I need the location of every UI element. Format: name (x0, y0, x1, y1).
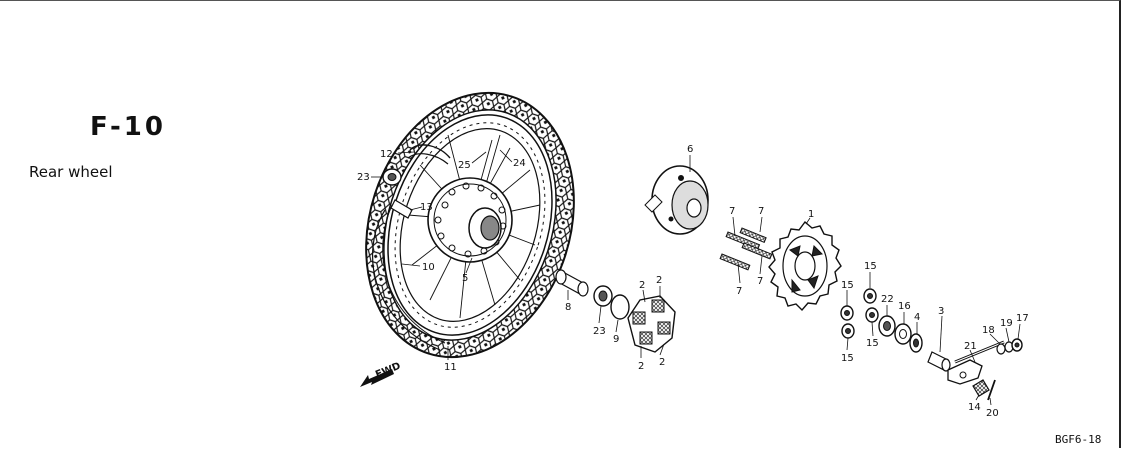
callout-labels: 12 23 13 25 24 10 5 11 6 8 23 9 2 2 2 2 … (357, 144, 1029, 419)
callout-7-c: 7 (736, 286, 742, 297)
callout-15-d: 15 (866, 338, 879, 349)
callout-2-d: 2 (659, 357, 665, 368)
callout-23-left: 23 (357, 172, 370, 183)
callout-15-b: 15 (841, 280, 854, 291)
forward-label: FWD (374, 361, 402, 381)
callout-14: 14 (968, 402, 981, 413)
callout-25: 25 (458, 160, 471, 171)
callout-16: 16 (898, 301, 911, 312)
callout-2-a: 2 (639, 280, 645, 291)
callout-22: 22 (881, 294, 894, 305)
final-driven-sprocket (768, 220, 842, 312)
collar (555, 269, 589, 297)
wheel-damper-rubbers (627, 295, 676, 353)
rim-band (407, 144, 451, 165)
callout-19: 19 (1000, 318, 1013, 329)
callout-8: 8 (565, 302, 571, 313)
callout-21: 21 (964, 341, 977, 352)
sprocket-studs (719, 227, 773, 271)
callout-2-c: 2 (638, 361, 644, 372)
axle-sleeve (927, 351, 951, 372)
callout-7-b: 7 (758, 206, 764, 217)
rear-hub (427, 177, 513, 263)
callout-5: 5 (462, 273, 468, 284)
rear-axle (947, 340, 1005, 385)
callout-20: 20 (986, 408, 999, 419)
callout-9: 9 (613, 334, 619, 345)
rear-wheel-assembly (365, 91, 575, 359)
forward-arrow-icon (360, 369, 394, 387)
callout-23-right: 23 (593, 326, 606, 337)
bearing-left (382, 168, 402, 186)
callout-12: 12 (380, 149, 393, 160)
inner-tube (372, 204, 446, 351)
callout-7-a: 7 (729, 206, 735, 217)
bearing-right (593, 285, 613, 307)
adjuster-bolt (972, 379, 996, 401)
callout-2-b: 2 (656, 275, 662, 286)
callout-11: 11 (444, 362, 457, 373)
flange-bearing-stack (878, 315, 923, 353)
sprocket-nuts (840, 288, 879, 339)
section-title: Rear wheel (29, 163, 113, 181)
callout-15-c: 15 (841, 353, 854, 364)
callout-10: 10 (422, 262, 435, 273)
callout-4: 4 (914, 312, 920, 323)
callout-24: 24 (513, 158, 526, 169)
callout-18: 18 (982, 325, 995, 336)
leader-lines (371, 149, 1021, 406)
callout-1: 1 (808, 209, 814, 220)
o-ring (610, 294, 630, 320)
section-code: F-10 (90, 112, 166, 142)
callout-13: 13 (420, 202, 433, 213)
callout-7-d: 7 (757, 276, 763, 287)
tube-valve (390, 199, 413, 219)
drawing-code: BGF6-18 (1055, 433, 1102, 446)
axle-washers-nut (996, 338, 1023, 355)
brake-panel (644, 165, 709, 235)
callout-6: 6 (687, 144, 693, 155)
callout-17: 17 (1016, 313, 1029, 324)
callout-15-a: 15 (864, 261, 877, 272)
callout-3: 3 (938, 306, 944, 317)
